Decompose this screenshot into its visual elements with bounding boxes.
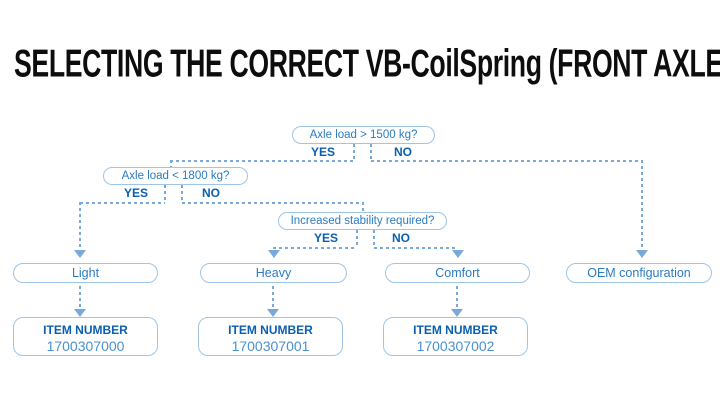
connector-line xyxy=(79,202,81,248)
outcome-label: Comfort xyxy=(435,266,480,280)
no-label-decision-2: NO xyxy=(202,186,220,200)
yes-label-decision-2: YES xyxy=(123,186,148,200)
connector-line xyxy=(181,185,183,202)
connector-line xyxy=(182,202,363,204)
outcome-box-heavy: Heavy xyxy=(200,263,347,283)
arrow-down-icon xyxy=(267,309,279,317)
connector-line xyxy=(353,144,355,160)
arrow-down-icon xyxy=(74,309,86,317)
decision-question: Increased stability required? xyxy=(290,215,435,227)
decision-question: Axle load > 1500 kg? xyxy=(309,129,418,141)
item-number-label: ITEM NUMBER xyxy=(43,323,128,337)
connector-line xyxy=(170,160,354,162)
item-number-value: 1700307002 xyxy=(416,338,495,354)
decision-box-increased-stability: Increased stability required? xyxy=(278,212,447,230)
arrow-down-icon xyxy=(636,250,648,258)
item-number-box-light: ITEM NUMBER 1700307000 xyxy=(13,317,158,356)
outcome-box-comfort: Comfort xyxy=(385,263,530,283)
item-number-box-comfort: ITEM NUMBER 1700307002 xyxy=(383,317,528,356)
connector-line xyxy=(374,247,458,249)
outcome-box-oem-configuration: OEM configuration xyxy=(566,263,712,283)
connector-line xyxy=(273,247,357,249)
no-label-decision-1: NO xyxy=(394,145,412,159)
arrow-down-icon xyxy=(451,309,463,317)
connector-line xyxy=(641,160,643,249)
yes-label-decision-1: YES xyxy=(310,145,335,159)
page-title: SELECTING THE CORRECT VB-CoilSpring (FRO… xyxy=(14,42,720,85)
connector-line xyxy=(272,286,274,308)
outcome-label: Light xyxy=(71,266,100,280)
connector-line xyxy=(362,202,364,212)
decision-question: Axle load < 1800 kg? xyxy=(121,170,230,182)
connector-line xyxy=(79,286,81,308)
connector-line xyxy=(356,230,358,247)
connector-line xyxy=(170,160,172,168)
connector-line xyxy=(373,230,375,247)
item-number-label: ITEM NUMBER xyxy=(413,323,498,337)
connector-line xyxy=(80,202,165,204)
outcome-label: OEM configuration xyxy=(587,266,691,280)
outcome-label: Heavy xyxy=(255,266,292,280)
yes-label-decision-3: YES xyxy=(313,231,338,245)
decision-box-axle-load-1500: Axle load > 1500 kg? xyxy=(292,126,435,144)
arrow-down-icon xyxy=(268,250,280,258)
connector-line xyxy=(371,160,642,162)
connector-line xyxy=(164,185,166,202)
connector-line xyxy=(370,144,372,160)
decision-box-axle-load-1800: Axle load < 1800 kg? xyxy=(103,167,248,185)
connector-line xyxy=(456,286,458,308)
item-number-box-heavy: ITEM NUMBER 1700307001 xyxy=(198,317,343,356)
outcome-box-light: Light xyxy=(13,263,158,283)
no-label-decision-3: NO xyxy=(392,231,410,245)
arrow-down-icon xyxy=(74,250,86,258)
arrow-down-icon xyxy=(452,250,464,258)
item-number-value: 1700307001 xyxy=(231,338,310,354)
item-number-value: 1700307000 xyxy=(46,338,125,354)
item-number-label: ITEM NUMBER xyxy=(228,323,313,337)
